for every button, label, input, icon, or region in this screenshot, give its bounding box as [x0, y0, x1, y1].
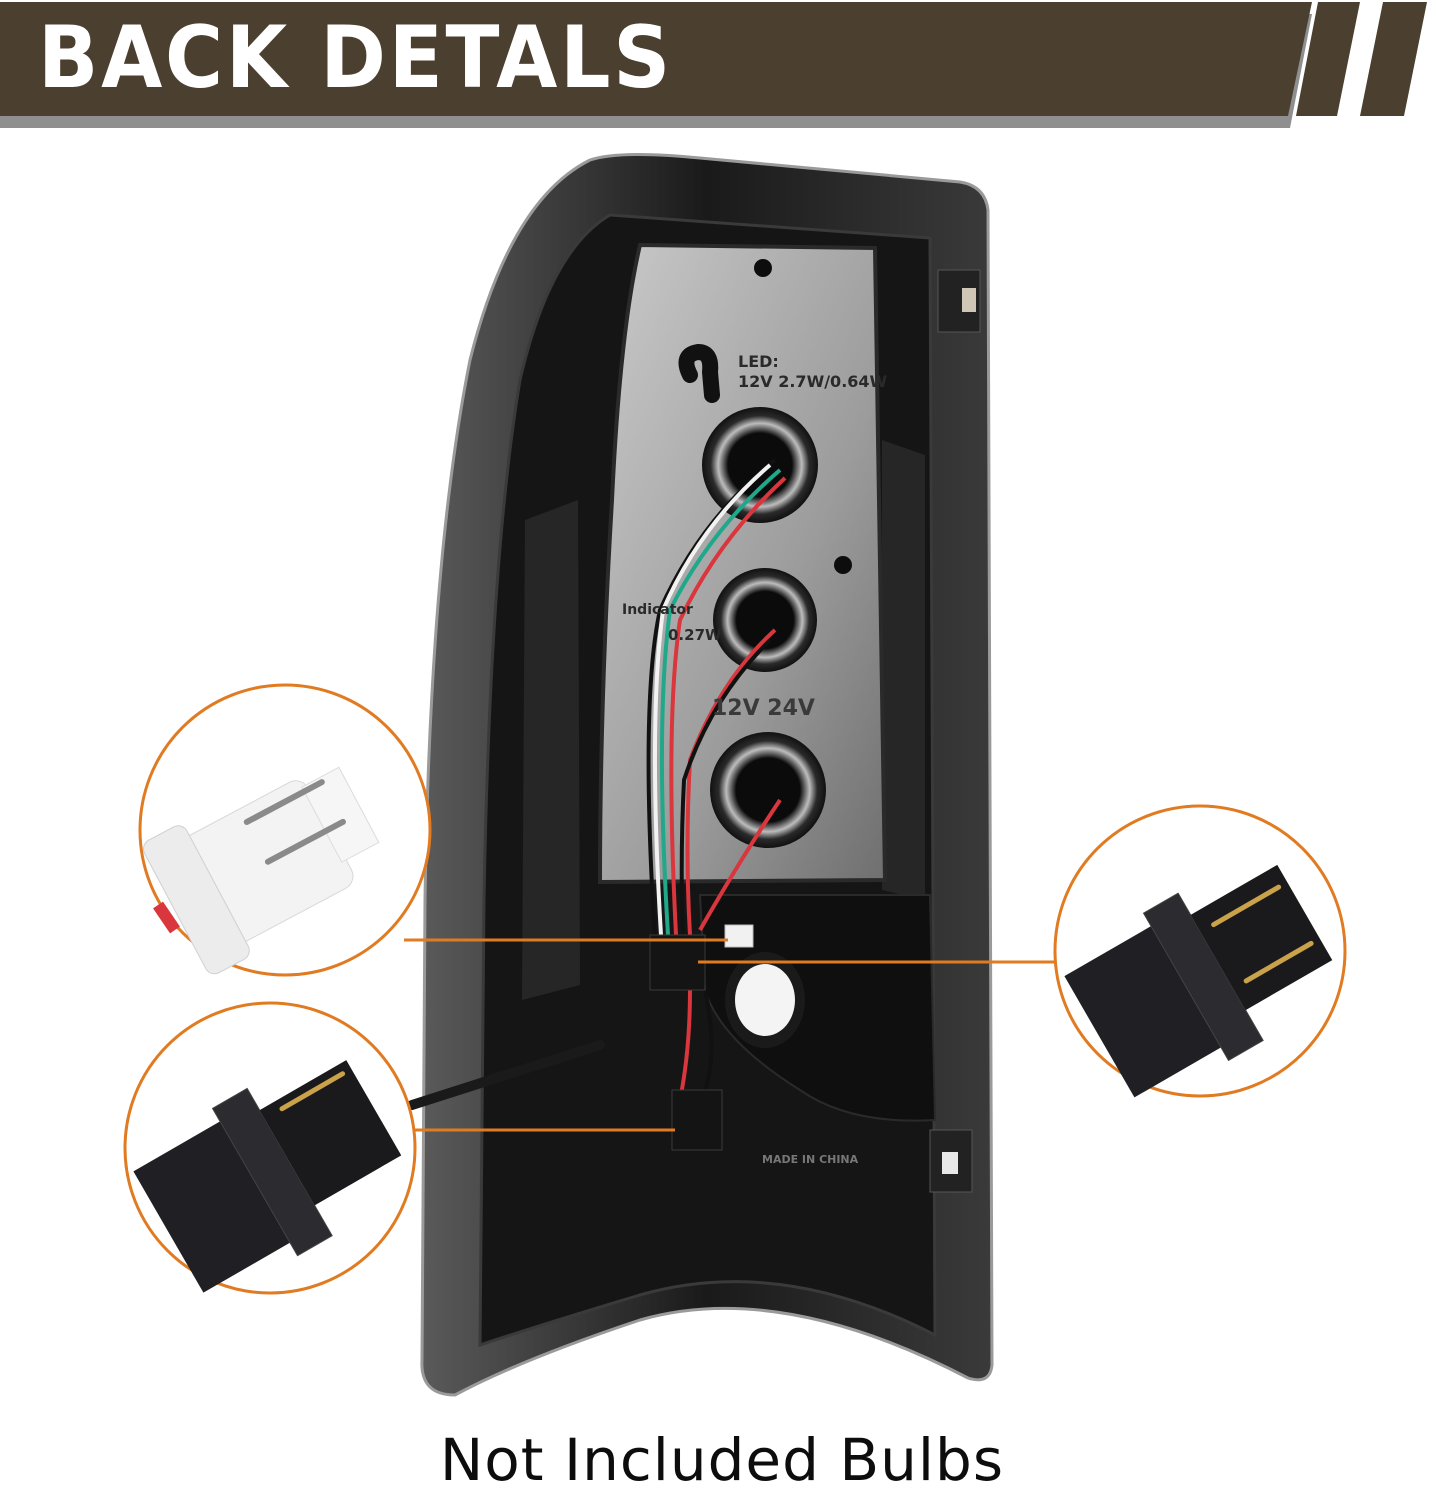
page-title: BACK DETALS — [38, 8, 674, 108]
made-in-label: MADE IN CHINA — [762, 1153, 859, 1166]
callout-connector-right — [1053, 804, 1347, 1098]
bulb-socket-1 — [702, 407, 818, 523]
bulb-socket-3 — [710, 732, 826, 848]
mount-clip-top-tab — [962, 288, 976, 312]
screw-top — [754, 259, 772, 277]
header-banner: BACK DETALS — [0, 0, 1444, 140]
wiring-harness — [646, 458, 787, 1106]
indicator-wattage-label: 0.27W — [668, 626, 722, 644]
lower-cup — [698, 894, 937, 1122]
mounting-stud — [407, 1040, 605, 1110]
felt-strip-left — [522, 500, 580, 1000]
indicator-spec-label: Indicator — [622, 602, 693, 618]
footer-caption: Not Included Bulbs — [439, 1426, 1005, 1494]
led-wattage-label: 12V 2.7W/0.64W — [738, 372, 888, 391]
led-spec-label: LED: — [738, 352, 779, 371]
callout-connector-lower — [123, 1001, 417, 1295]
banner-bar — [0, 2, 1312, 116]
banner-stripe-1 — [1296, 2, 1360, 116]
callout-t10-bulb — [138, 683, 432, 977]
banner-stripe-2 — [1360, 2, 1427, 116]
harness-connector-upper — [649, 934, 706, 991]
banner-shapes — [0, 2, 1427, 128]
screw-middle — [834, 556, 852, 574]
mount-clip-bottom-tab — [942, 1152, 958, 1174]
t10-socket-small — [724, 924, 754, 948]
callout-lines — [404, 938, 1060, 1132]
rubber-grommet — [678, 343, 720, 403]
harness-connector-lower — [671, 1089, 723, 1151]
voltage-mark: 12V 24V — [712, 696, 815, 721]
felt-strip-right — [882, 440, 925, 900]
tail-light-illustration — [123, 152, 1347, 1397]
product-image: LED: 12V 2.7W/0.64W Indicator 0.27W 12V … — [0, 140, 1444, 1400]
bulb-socket-2 — [713, 568, 817, 672]
reflector-hole — [735, 964, 795, 1036]
